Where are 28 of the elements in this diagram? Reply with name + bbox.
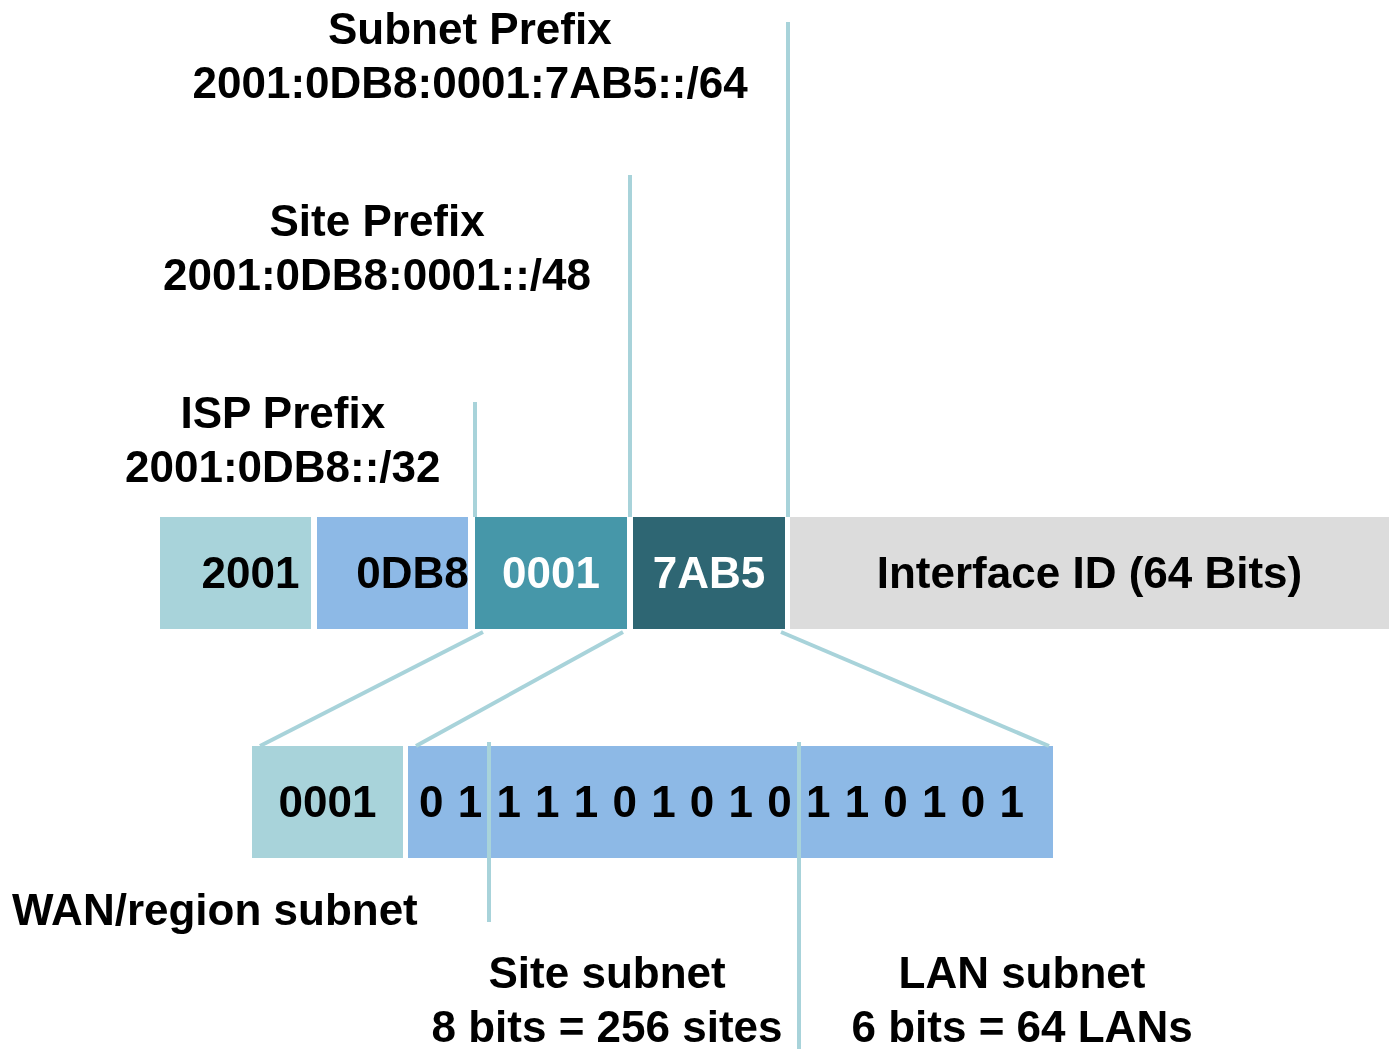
prefix-address: 2001:0DB8::/32	[125, 442, 441, 492]
segment-box	[633, 517, 785, 629]
bits-box	[408, 746, 1053, 858]
prefix-title: ISP Prefix	[180, 388, 386, 438]
segment-value: 0001	[502, 548, 600, 598]
segment-box	[160, 517, 311, 629]
segment-value: 0DB8	[356, 548, 469, 598]
segment-box	[475, 517, 627, 629]
segment-value: 0001	[278, 777, 377, 827]
subnet-label: WAN/region subnet	[12, 885, 418, 935]
expansion-line	[780, 630, 1050, 748]
subnet-label: Site subnet	[488, 948, 726, 998]
prefix-address: 2001:0DB8:0001::/48	[163, 250, 592, 300]
prefix-title: Site Prefix	[269, 196, 485, 246]
prefix-address: 2001:0DB8:0001:7AB5::/64	[192, 58, 748, 108]
expansion-line	[259, 630, 484, 748]
segment-box	[252, 746, 403, 858]
segment-value: 0 1 1 1 1 0 1 0 1 0 1 1 0 1 0 1	[419, 777, 1024, 827]
segment-box	[317, 517, 468, 629]
expansion-line	[415, 630, 624, 748]
subnet-label: LAN subnet	[898, 948, 1146, 998]
segment-value: 2001	[201, 548, 300, 598]
segment-box	[790, 517, 1389, 629]
prefix-title: Subnet Prefix	[328, 4, 612, 54]
segment-value: Interface ID (64 Bits)	[876, 548, 1303, 598]
subnet-size: 6 bits = 64 LANs	[851, 1002, 1193, 1049]
segment-value: 7AB5	[652, 548, 766, 598]
subnet-size: 8 bits = 256 sites	[431, 1002, 783, 1049]
